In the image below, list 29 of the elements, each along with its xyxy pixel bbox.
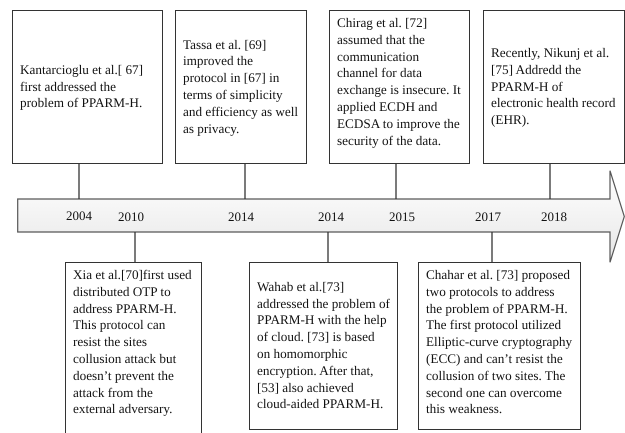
event-box [175,10,307,164]
event-box [329,10,470,164]
connector-line [134,232,136,262]
year-label: 2014 [318,209,344,225]
connector-line [491,232,493,262]
connector-line [549,164,551,199]
event-description: Chahar et al. [73] proposed two protocols to address the problem of PPARM-H. The first protocol utilized Elliptic-curve cryptography (ECC) and can’t resist the collusion of two sites. The second one can overcome this weakness. [426,267,573,418]
connector-line [395,164,397,199]
event-description: Chirag et al. [72] assumed that the communication channel for data exchange is insecure. It applied ECDH and ECDSA to improve the security of the data. [337,15,462,150]
year-label: 2010 [118,209,144,225]
connector-line [78,164,80,199]
year-label: 2018 [541,209,567,225]
event-description: Recently, Nikunj et al.[75] Addredd the PPARM-H of electronic health record (EHR). [491,45,616,129]
year-label: 2017 [475,209,501,225]
timeline-arrow [17,170,625,263]
connector-line [244,164,246,199]
event-box [418,262,581,430]
event-box [12,10,163,164]
year-label: 2004 [66,208,92,224]
event-box [483,10,625,164]
connector-line [327,232,329,262]
event-description: Tassa et al. [69] improved the protocol in [67] in terms of simplicity and efficiency as well as privacy. [183,36,299,138]
year-label: 2015 [389,209,415,225]
event-description: Kantarcioglu et al.[ 67] first addressed the problem of PPARM-H. [20,62,144,112]
event-box [249,262,398,430]
event-description: Wahab et al.[73] addressed the problem of PPARM-H with the help of cloud. [73] is based on homomorphic encryption. After that, [53] also achieved cloud-aided PPARM-H. [257,278,390,414]
year-label: 2014 [228,209,254,225]
event-description: Xia et al.[70]first used distributed OTP to address PPARM-H. This protocol can resist the sites collusion attack but doesn’t prevent the attack from the external adversary. [73,267,193,418]
event-box [65,262,202,433]
